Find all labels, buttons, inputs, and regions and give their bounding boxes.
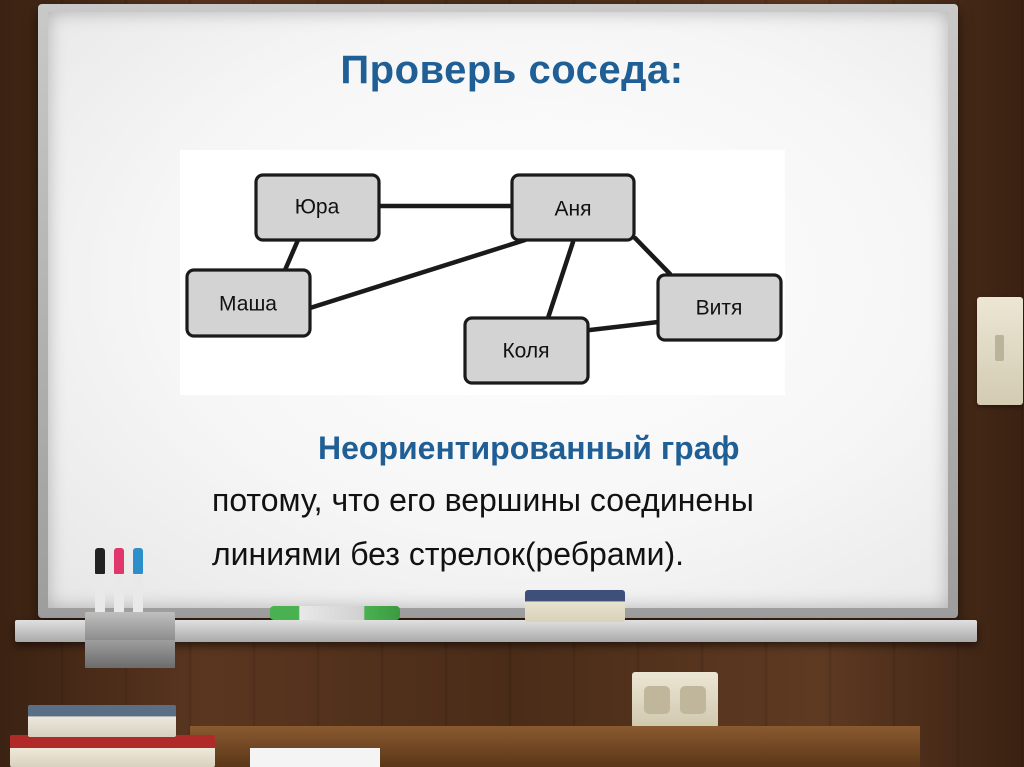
marker-pink-cap (114, 548, 124, 574)
edge-kolya-vitya (587, 319, 661, 333)
paper-sheet (250, 748, 380, 767)
marker-blue (133, 575, 143, 617)
marker-pink (114, 575, 124, 617)
slide-title: Проверь соседа: (340, 48, 684, 92)
edge-anya-vitya (632, 235, 673, 277)
marker-holder-base (85, 640, 175, 668)
power-outlet (632, 672, 718, 728)
node-label-vitya: Витя (696, 297, 743, 320)
edge-anya-kolya (545, 239, 576, 321)
node-label-anya: Аня (555, 198, 592, 221)
explanation-line-1: потому, что его вершины соединены (212, 482, 754, 518)
edge-masha-anya (307, 237, 528, 311)
green-marker-on-tray (270, 606, 400, 620)
marker-blue-cap (133, 548, 143, 574)
graph-diagram: Юра Аня Маша Коля Витя (180, 150, 785, 395)
node-label-yura: Юра (295, 196, 340, 219)
light-switch (977, 297, 1023, 405)
book-red (10, 735, 215, 767)
node-vitya: Витя (656, 273, 783, 342)
node-anya: Аня (510, 173, 636, 242)
switch-toggle (995, 335, 1004, 361)
whiteboard-tray (15, 620, 977, 642)
node-kolya: Коля (463, 316, 590, 385)
node-label-masha: Маша (219, 293, 277, 316)
book-blue (28, 705, 176, 737)
marker-black (95, 575, 105, 617)
marker-holder (85, 612, 175, 642)
node-label-kolya: Коля (502, 340, 549, 363)
edge-yura-masha (282, 237, 301, 273)
node-yura: Юра (254, 173, 381, 242)
explanation-line-2: линиями без стрелок(ребрами). (212, 536, 685, 572)
graph-svg: Юра Аня Маша Коля Витя (185, 173, 783, 385)
marker-black-cap (95, 548, 105, 574)
graph-type-heading: Неориентированный граф (318, 430, 740, 466)
node-masha: Маша (185, 268, 312, 338)
board-eraser (525, 590, 625, 622)
socket-left (644, 686, 670, 714)
socket-right (680, 686, 706, 714)
